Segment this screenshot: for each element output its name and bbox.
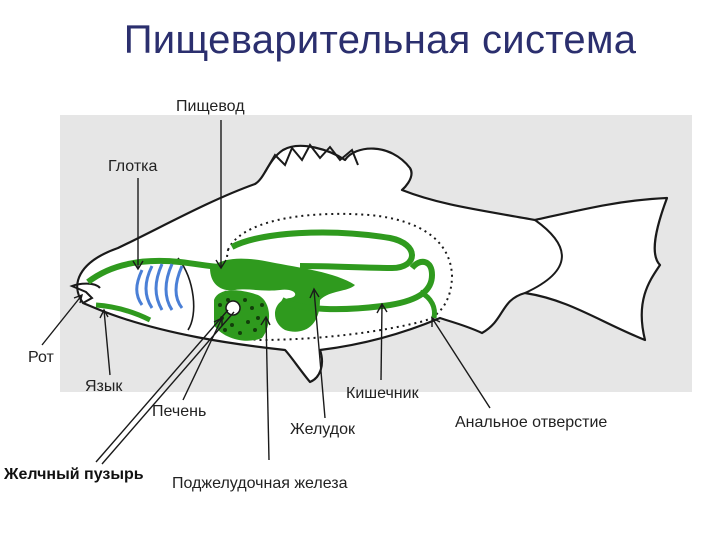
label-esophagus: Пищевод — [176, 98, 245, 116]
arrow-mouth — [42, 295, 82, 345]
label-gallbladder: Желчный пузырь — [4, 466, 144, 484]
label-pharynx: Глотка — [108, 158, 157, 176]
label-pancreas: Поджелудочная железа — [172, 475, 348, 493]
label-stomach: Желудок — [290, 421, 355, 439]
arrow-intestine — [381, 305, 382, 380]
label-liver: Печень — [152, 403, 206, 421]
label-anus: Анальное отверстие — [455, 414, 607, 432]
label-mouth: Рот — [28, 349, 54, 367]
label-tongue: Язык — [85, 378, 122, 396]
arrow-tongue — [104, 310, 110, 375]
label-intestine: Кишечник — [346, 385, 419, 403]
